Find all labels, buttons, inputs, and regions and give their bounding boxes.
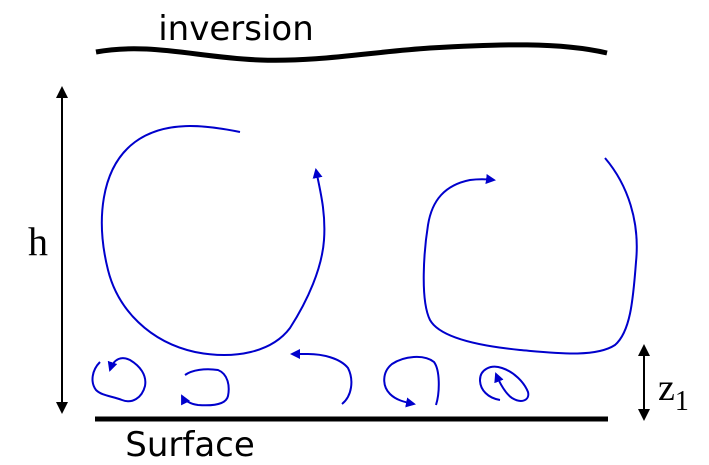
small-eddy-2 bbox=[181, 368, 230, 407]
inversion-line bbox=[95, 42, 608, 63]
z-main: z bbox=[658, 367, 675, 409]
z-subscript: 1 bbox=[675, 386, 689, 417]
large-eddy-left bbox=[100, 125, 326, 356]
small-eddy-5 bbox=[478, 365, 530, 402]
small-eddy-4 bbox=[383, 356, 440, 408]
small-eddy-1 bbox=[91, 357, 147, 403]
surface-layer-label-z1: z1 bbox=[658, 367, 689, 417]
inversion-label: inversion bbox=[158, 9, 314, 49]
large-eddy-right bbox=[422, 157, 638, 355]
surface-label: Surface bbox=[125, 425, 255, 465]
small-eddy-3 bbox=[290, 349, 353, 405]
height-label-h: h bbox=[28, 219, 48, 264]
